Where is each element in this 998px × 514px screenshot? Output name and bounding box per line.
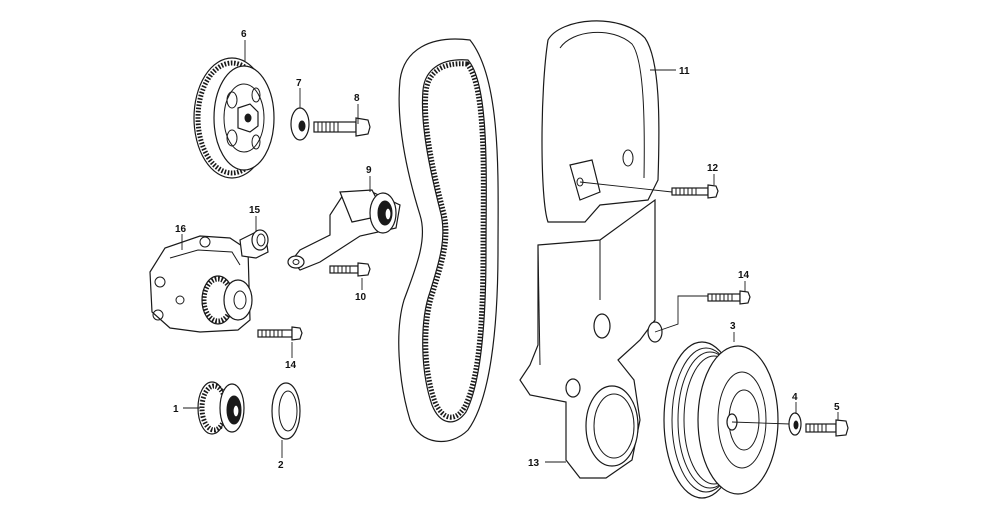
pump-bolt <box>257 326 303 341</box>
camshaft-sprocket <box>193 57 275 179</box>
crankshaft-pulley <box>663 341 779 499</box>
flange-washer <box>271 382 301 440</box>
callout-14-upper: 14 <box>738 270 750 281</box>
callout-6: 6 <box>241 29 247 40</box>
callout-10: 10 <box>355 292 367 303</box>
callout-12: 12 <box>707 163 719 174</box>
callout-3: 3 <box>730 321 736 332</box>
leader-lines <box>181 40 839 463</box>
callout-14-lower: 14 <box>285 360 297 371</box>
callout-2: 2 <box>278 460 284 471</box>
callout-4: 4 <box>792 392 798 403</box>
callout-13: 13 <box>528 458 540 469</box>
callout-7: 7 <box>296 78 302 89</box>
upper-timing-cover <box>541 20 660 223</box>
lower-timing-cover <box>519 198 663 479</box>
cover-bolt <box>579 181 719 199</box>
callout-15: 15 <box>249 205 261 216</box>
belt-tensioner <box>287 189 401 271</box>
callout-16: 16 <box>175 224 187 235</box>
callout-1: 1 <box>173 404 179 415</box>
pulley-bolt <box>805 419 849 437</box>
pulley-washer <box>731 412 802 436</box>
callout-11: 11 <box>679 66 690 77</box>
crankshaft-sprocket <box>197 381 245 435</box>
callout-9: 9 <box>366 165 372 176</box>
callout-8: 8 <box>354 93 360 104</box>
callout-labels: 6 7 8 9 10 15 16 14 1 2 11 12 14 3 4 5 1… <box>173 29 840 471</box>
callout-5: 5 <box>834 402 840 413</box>
washer <box>290 107 310 141</box>
sprocket-bolt <box>313 117 371 137</box>
water-pump <box>149 229 269 333</box>
tensioner-bolt <box>329 262 371 277</box>
cover-bolt-upper <box>654 290 751 333</box>
timing-belt <box>398 38 499 443</box>
